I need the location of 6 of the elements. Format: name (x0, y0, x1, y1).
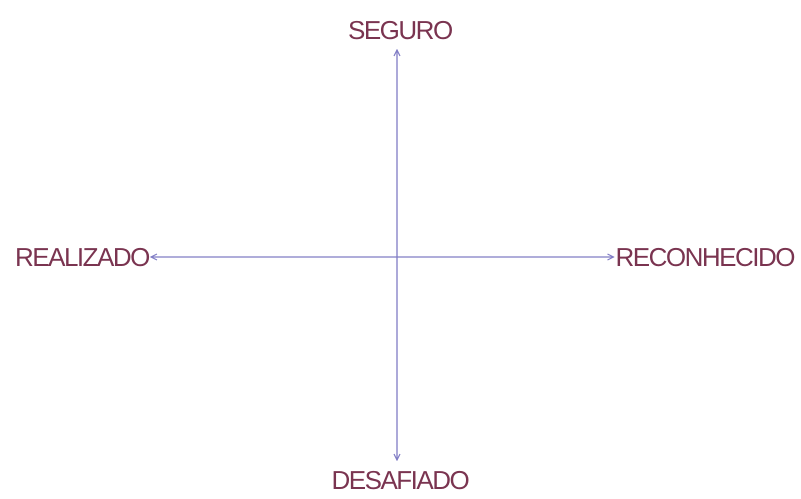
double-arrow (393, 49, 401, 461)
axis-label: RECONHECIDO (614, 237, 796, 277)
axis-label: REALIZADO (13, 237, 151, 277)
double-arrow (150, 253, 614, 261)
axis-label: DESAFIADO (330, 460, 470, 499)
axis-label: SEGURO (346, 10, 454, 50)
